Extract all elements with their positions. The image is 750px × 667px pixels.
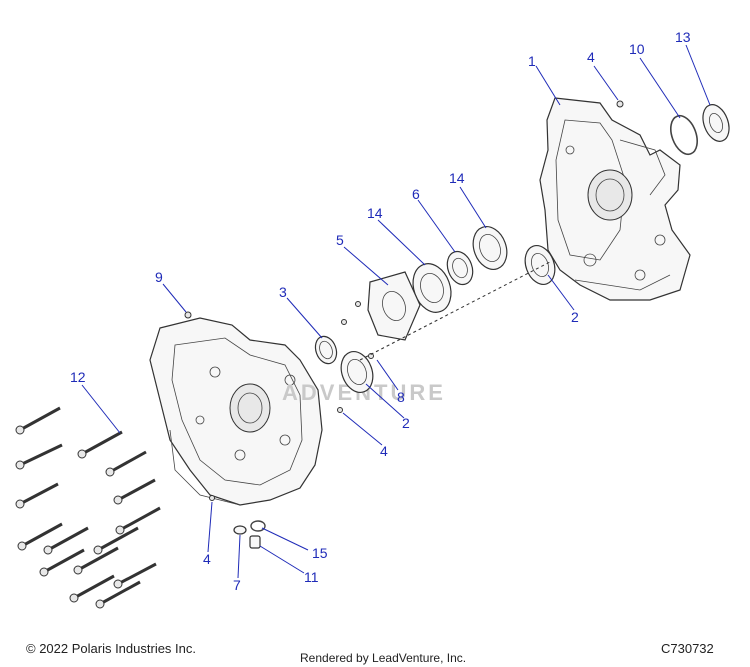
callout-5: 5 [336, 232, 344, 248]
screw-8b [341, 319, 347, 325]
callout-6: 6 [412, 186, 420, 202]
bolt [113, 478, 156, 505]
screw-8a [355, 301, 361, 307]
callout-7: 7 [233, 577, 241, 593]
bearing-2-upper [524, 245, 556, 285]
drawing-id: C730732 [661, 641, 714, 656]
rendered-by-text: Rendered by LeadVenture, Inc. [300, 651, 467, 665]
seal-3 [314, 335, 338, 365]
callout-2-upper: 2 [571, 309, 579, 325]
bolt [93, 526, 139, 555]
callout-1: 1 [528, 53, 536, 69]
callout-9: 9 [155, 269, 163, 285]
bolt [113, 562, 157, 589]
copyright-text: © 2022 Polaris Industries Inc. [26, 641, 196, 656]
plug-7 [233, 525, 247, 535]
screw-8c [368, 353, 374, 359]
washer-15 [250, 520, 266, 532]
callout-8: 8 [397, 389, 405, 405]
bolt [15, 443, 63, 470]
seal-6 [446, 250, 474, 286]
bearing-2-lower [340, 351, 374, 393]
callout-15: 15 [312, 545, 328, 561]
bolt [39, 548, 85, 577]
bearing-14-upper [472, 226, 508, 270]
callout-labels: 1 4 10 13 14 6 14 5 9 3 2 8 2 12 4 4 15 … [70, 29, 691, 593]
seal-13 [702, 104, 730, 142]
bolt [17, 522, 63, 551]
right-crankcase [539, 97, 691, 301]
bolt [15, 406, 61, 435]
drain-plug-11 [249, 535, 261, 549]
dowel-4-lower [209, 495, 215, 501]
plate-5 [367, 271, 421, 341]
circlip-10 [670, 114, 698, 156]
callout-4-upper: 4 [587, 49, 595, 65]
bolts-12 [15, 406, 161, 609]
callout-11: 11 [304, 569, 319, 585]
callout-13: 13 [675, 29, 691, 45]
bolt [77, 430, 123, 459]
callout-4-mid: 4 [380, 443, 388, 459]
callout-3: 3 [279, 284, 287, 300]
callout-10: 10 [629, 41, 645, 57]
dowel-4-upper [616, 100, 624, 108]
bolt [115, 506, 161, 535]
bolt [15, 482, 59, 509]
callout-2-lower: 2 [402, 415, 410, 431]
left-crankcase [149, 311, 323, 506]
callout-14-upper: 14 [449, 170, 465, 186]
callout-4-lower: 4 [203, 551, 211, 567]
leader-lines [81, 44, 711, 579]
callout-12: 12 [70, 369, 86, 385]
bolt [69, 574, 115, 603]
dowel-4-mid [337, 407, 343, 413]
bolt [105, 450, 147, 477]
bolt [73, 546, 119, 575]
bolt [43, 526, 89, 555]
bolt [95, 580, 141, 609]
callout-14-lower: 14 [367, 205, 383, 221]
